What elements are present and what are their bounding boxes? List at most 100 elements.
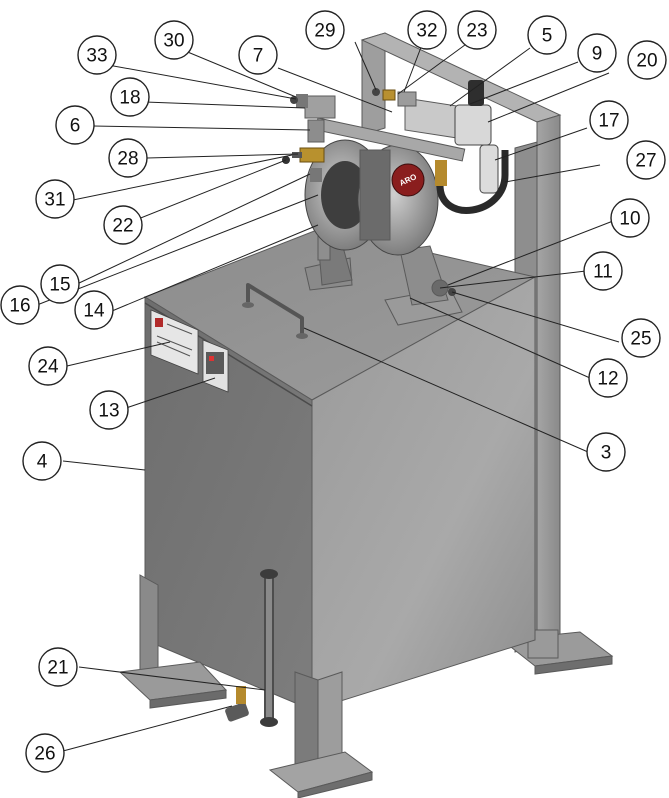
callout-label: 4 [37,452,48,473]
callout-label: 20 [636,51,657,72]
callout-label: 16 [9,296,30,317]
callout-label: 11 [593,262,613,283]
callout-33: 33 [77,35,117,75]
callout-17: 17 [589,100,629,140]
callout-circle [74,290,114,330]
callout-circle [154,20,194,60]
callout-circle [38,647,78,687]
callout-18: 18 [110,77,150,117]
callout-label: 25 [630,329,651,350]
callout-circle [527,15,567,55]
callout-label: 24 [37,357,59,378]
tank [143,227,537,711]
callout-circle [25,733,65,773]
callout-26: 26 [25,733,65,773]
callout-label: 14 [83,301,105,322]
callout-13: 13 [89,390,129,430]
callout-27: 27 [626,140,666,180]
callout-label: 32 [416,21,437,42]
callout-6: 6 [55,105,95,145]
valve-handle [292,152,302,158]
tank-legs [118,574,374,798]
callout-circle [35,179,75,219]
callout-label: 18 [119,88,140,109]
callout-label: 17 [598,111,619,132]
callout-circle [626,140,666,180]
callout-circle [588,358,628,398]
callout-14: 14 [74,290,114,330]
callout-label: 12 [597,369,618,390]
air-fitting [382,89,396,101]
callout-circle [55,105,95,145]
filter-bowl [479,144,499,194]
callout-circle [110,77,150,117]
callout-label: 21 [47,658,68,679]
callout-16: 16 [0,285,40,325]
callout-label: 6 [70,116,81,137]
callout-label: 28 [117,149,138,170]
callout-22: 22 [103,205,143,245]
callout-28: 28 [108,138,148,178]
callout-30: 30 [154,20,194,60]
callout-circle [108,138,148,178]
pump-assembly: ARO [282,80,509,326]
callout-20: 20 [627,40,667,80]
callout-label: 7 [253,46,264,67]
air-valve [397,91,417,107]
callout-circle [577,33,617,73]
callout-label: 9 [592,44,603,65]
air-hose [436,150,509,214]
callout-10: 10 [610,198,650,238]
callout-circle [40,264,80,304]
callout-9: 9 [577,33,617,73]
callout-circle [457,10,497,50]
air-valve-plug [372,88,380,96]
outlet-plug [290,96,298,104]
lid-handle [242,283,308,339]
callout-circle [103,205,143,245]
callout-circle [407,10,447,50]
callout-5: 5 [527,15,567,55]
callout-4: 4 [22,441,62,481]
callout-label: 33 [86,46,107,67]
callout-label: 26 [34,744,55,765]
callout-24: 24 [28,346,68,386]
callout-label: 10 [619,209,640,230]
callout-label: 27 [635,151,656,172]
callout-label: 22 [112,216,133,237]
callout-7: 7 [238,35,278,75]
callout-32: 32 [407,10,447,50]
callouts: 33 30 7 29 32 23 5 9 20 18 6 17 27 28 31 22 15 16 14 10 11 25… [0,10,667,773]
callout-circle [610,198,650,238]
callout-circle [627,40,667,80]
callout-23: 23 [457,10,497,50]
callout-circle [238,35,278,75]
callout-circle [89,390,129,430]
brass-valve [299,147,325,163]
callout-12: 12 [588,358,628,398]
warning-label [150,309,199,375]
outlet-elbow [307,119,325,143]
callout-label: 3 [601,443,612,464]
callout-circle [583,251,623,291]
callout-circle [77,35,117,75]
callout-31: 31 [35,179,75,219]
callout-label: 29 [314,21,335,42]
lower-fitting [310,168,322,182]
callout-label: 23 [466,21,487,42]
callout-15: 15 [40,264,80,304]
callout-circle [621,318,661,358]
callout-circle [589,100,629,140]
callout-3: 3 [586,432,626,472]
qr-label [202,339,229,393]
outlet-tee [304,95,336,119]
callout-circle [22,441,62,481]
callout-25: 25 [621,318,661,358]
callout-circle [0,285,40,325]
callout-label: 30 [163,31,184,52]
callout-label: 15 [49,275,70,296]
callout-21: 21 [38,647,78,687]
leader-lines [36,41,620,752]
